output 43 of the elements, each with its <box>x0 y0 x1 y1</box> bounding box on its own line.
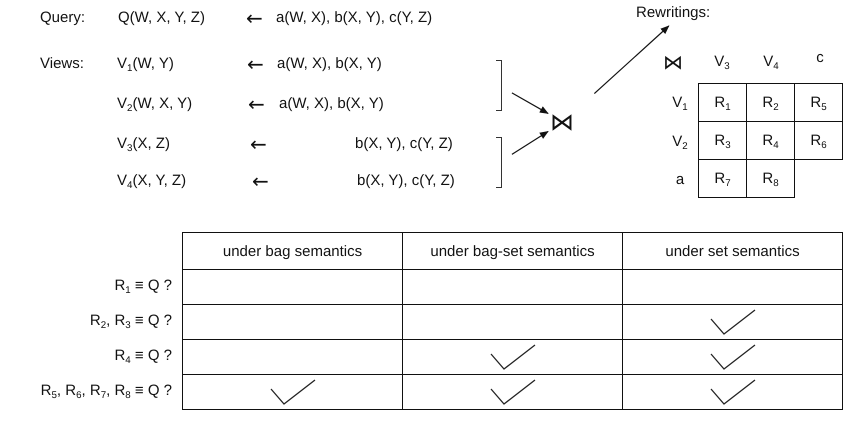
section-label: Query: <box>40 9 86 27</box>
rewriting-cell: R$_{6}$ <box>794 121 843 160</box>
grid-header: c <box>816 49 824 67</box>
arrow-symbol: ← <box>246 9 263 27</box>
rewriting-cell: R$_{7}$ <box>698 159 747 198</box>
section-label: Views: <box>40 55 84 73</box>
column-header: under bag semantics <box>183 233 403 270</box>
rule-text: V$_{4}$(X, Y, Z) <box>117 172 186 190</box>
rule-text: a(W, X), b(X, Y) <box>279 95 384 113</box>
row-label: R$_{4}$ ≡ Q ? <box>114 347 172 365</box>
rule-text: V$_{2}$(W, X, Y) <box>117 95 192 113</box>
rewriting-cell: R$_{5}$ <box>794 83 843 122</box>
rule-text: b(X, Y), c(Y, Z) <box>355 135 453 153</box>
rule-text: b(X, Y), c(Y, Z) <box>357 172 455 190</box>
rule-text: V$_{3}$(X, Z) <box>117 135 170 153</box>
grid-header: V$_{1}$ <box>672 94 688 112</box>
arrow <box>512 130 549 155</box>
heading: Rewritings: <box>636 4 710 22</box>
rewriting-cell: R$_{8}$ <box>746 159 795 198</box>
arrow-symbol: ← <box>247 55 264 73</box>
arrow-symbol: ← <box>248 95 265 113</box>
rewriting-cell: R$_{1}$ <box>698 83 747 122</box>
column-header: under set semantics <box>623 233 843 270</box>
column-header: under bag-set semantics <box>403 233 623 270</box>
arrow-symbol: ← <box>250 135 267 153</box>
row-label: R$_{1}$ ≡ Q ? <box>114 277 172 295</box>
arrow <box>594 25 670 94</box>
bracket <box>496 60 502 111</box>
rule-text: V$_{1}$(W, Y) <box>117 55 174 73</box>
arrow <box>512 92 549 114</box>
bracket <box>496 137 502 188</box>
row-label: R$_{5}$, R$_{6}$, R$_{7}$, R$_{8}$ ≡ Q ? <box>40 382 172 400</box>
rule-text: a(W, X), b(X, Y), c(Y, Z) <box>276 9 432 27</box>
grid-header: V$_{3}$ <box>714 53 730 71</box>
grid-header: V$_{2}$ <box>672 133 688 151</box>
arrow-symbol: ← <box>252 172 269 190</box>
join-symbol: ⋈ <box>663 53 683 71</box>
join-symbol: ⋈ <box>550 110 574 134</box>
grid-header: V$_{4}$ <box>763 53 779 71</box>
rule-text: Q(W, X, Y, Z) <box>118 9 205 27</box>
grid-header: a <box>676 171 684 189</box>
row-label: R$_{2}$, R$_{3}$ ≡ Q ? <box>90 312 172 330</box>
rule-text: a(W, X), b(X, Y) <box>277 55 382 73</box>
